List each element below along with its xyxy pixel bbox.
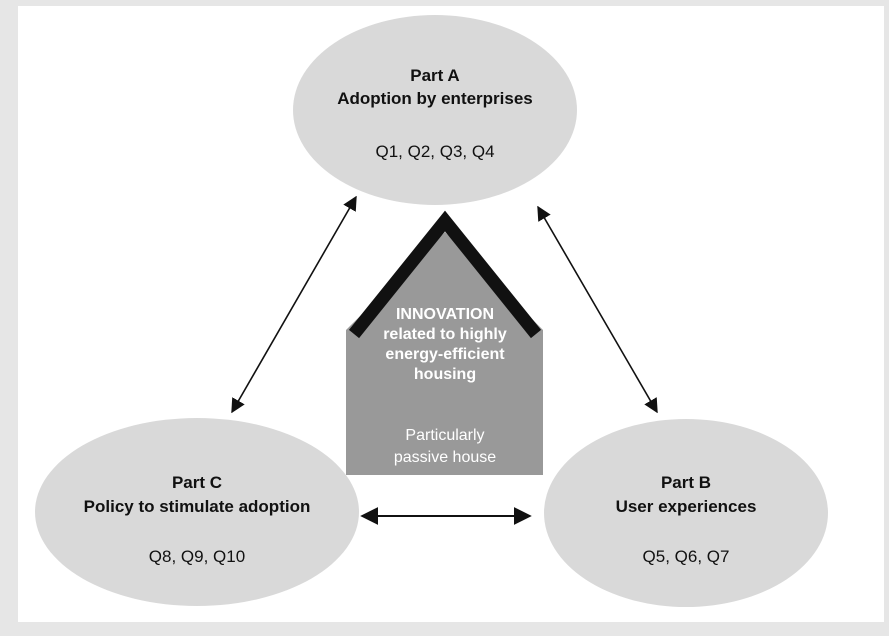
node-part-c-subtitle: Policy to stimulate adoption: [84, 497, 311, 516]
house-graphic: INNOVATION related to highly energy-effi…: [346, 210, 543, 475]
house-line-3: energy-efficient: [385, 346, 505, 363]
house-line-2: related to highly: [383, 326, 507, 343]
node-part-a-ellipse: [293, 15, 577, 205]
node-part-a-subtitle: Adoption by enterprises: [337, 89, 533, 108]
node-part-b-ellipse: [544, 419, 828, 607]
arrow-a-c: [231, 195, 357, 414]
arrow-a-b: [537, 205, 658, 414]
node-part-b-questions: Q5, Q6, Q7: [643, 547, 730, 566]
house-roof: [348, 210, 542, 339]
node-part-c-ellipse: [35, 418, 359, 606]
node-part-b: Part B User experiences Q5, Q6, Q7: [544, 419, 828, 607]
node-part-b-subtitle: User experiences: [616, 497, 757, 516]
house-innovation-label: INNOVATION: [396, 306, 494, 323]
house-line-4: housing: [414, 366, 476, 383]
node-part-c-title: Part C: [172, 473, 222, 492]
node-part-c: Part C Policy to stimulate adoption Q8, …: [35, 418, 359, 606]
node-part-c-questions: Q8, Q9, Q10: [149, 547, 245, 566]
house-particularly-label: Particularly: [405, 427, 484, 444]
house-passive-label: passive house: [394, 449, 496, 466]
node-part-a-questions: Q1, Q2, Q3, Q4: [375, 142, 494, 161]
node-part-a-title: Part A: [410, 66, 459, 85]
node-part-a: Part A Adoption by enterprises Q1, Q2, Q…: [293, 15, 577, 205]
node-part-b-title: Part B: [661, 473, 711, 492]
